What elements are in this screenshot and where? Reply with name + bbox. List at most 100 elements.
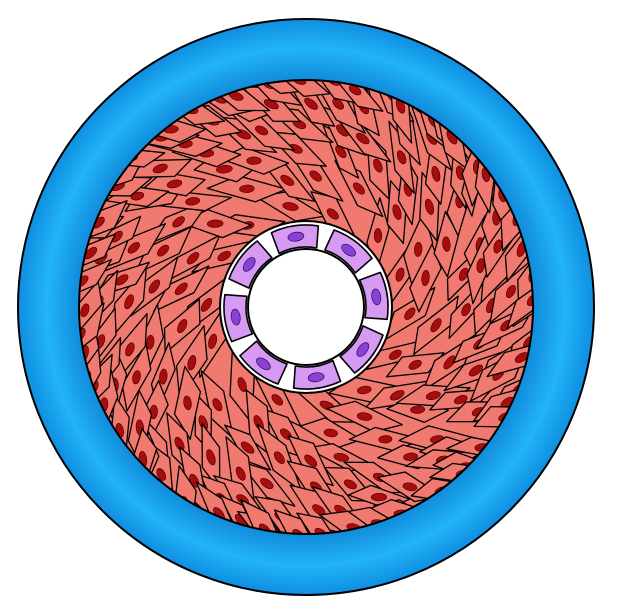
smooth-muscle-nucleus <box>187 355 197 371</box>
smooth-muscle-nucleus <box>239 184 255 193</box>
smooth-muscle-cell <box>334 114 392 163</box>
endothelial-nucleus <box>341 243 356 257</box>
smooth-muscle-cell <box>152 265 210 313</box>
smooth-muscle-nucleus <box>125 342 135 357</box>
smooth-muscle-nucleus <box>430 318 442 333</box>
smooth-muscle-nucleus <box>388 349 402 360</box>
smooth-muscle-nucleus <box>333 452 349 462</box>
smooth-muscle-nucleus <box>246 156 262 165</box>
smooth-muscle-nucleus <box>403 452 418 461</box>
smooth-muscle-nucleus <box>208 333 218 349</box>
smooth-muscle-nucleus <box>159 368 168 385</box>
smooth-muscle-nucleus <box>476 258 485 273</box>
smooth-muscle-nucleus <box>505 284 516 299</box>
endothelial-nucleus <box>230 308 241 326</box>
smooth-muscle-cell <box>334 159 384 218</box>
smooth-muscle-nucleus <box>404 307 416 320</box>
smooth-muscle-nucleus <box>80 303 90 318</box>
endothelial-nucleus <box>356 342 370 357</box>
smooth-muscle-nucleus <box>206 449 216 466</box>
smooth-muscle-nucleus <box>292 529 305 535</box>
smooth-muscle-nucleus <box>282 202 299 211</box>
smooth-muscle-nucleus <box>421 270 430 286</box>
smooth-muscle-cell <box>78 233 116 273</box>
endothelial-nucleus <box>371 288 382 306</box>
smooth-muscle-nucleus <box>174 282 188 296</box>
smooth-muscle-nucleus <box>410 405 425 414</box>
smooth-muscle-nucleus <box>335 145 347 159</box>
smooth-muscle-nucleus <box>356 412 373 421</box>
smooth-muscle-nucleus <box>373 228 383 243</box>
lumen <box>247 248 365 366</box>
smooth-muscle-nucleus <box>280 174 295 186</box>
smooth-muscle-nucleus <box>323 428 338 438</box>
smooth-muscle-cell <box>486 337 533 378</box>
smooth-muscle-cell <box>163 298 201 354</box>
smooth-muscle-nucleus <box>166 179 183 189</box>
smooth-muscle-nucleus <box>326 208 339 220</box>
smooth-muscle-nucleus <box>273 451 285 464</box>
smooth-muscle-nucleus <box>304 454 318 467</box>
smooth-muscle-nucleus <box>212 398 223 412</box>
smooth-muscle-nucleus <box>408 359 422 370</box>
smooth-muscle-nucleus <box>240 441 255 454</box>
smooth-muscle-nucleus <box>357 385 372 395</box>
smooth-muscle-nucleus <box>216 165 233 174</box>
smooth-muscle-nucleus <box>207 219 224 228</box>
smooth-muscle-nucleus <box>271 394 284 406</box>
smooth-muscle-nucleus <box>395 267 405 282</box>
smooth-muscle-nucleus <box>348 85 362 96</box>
smooth-muscle-cells <box>78 79 533 535</box>
smooth-muscle-nucleus <box>454 394 468 405</box>
smooth-muscle-nucleus <box>156 468 167 481</box>
smooth-muscle-nucleus <box>183 395 192 411</box>
smooth-muscle-nucleus <box>414 242 423 257</box>
smooth-muscle-nucleus <box>461 303 471 317</box>
smooth-muscle-cell <box>256 423 303 492</box>
smooth-muscle-nucleus <box>157 244 170 257</box>
smooth-muscle-nucleus <box>355 132 370 145</box>
smooth-muscle-cell <box>366 339 425 370</box>
endothelial-nucleus <box>287 231 305 242</box>
smooth-muscle-cell <box>273 509 323 535</box>
smooth-muscle-cell <box>173 365 202 440</box>
smooth-muscle-nucleus <box>352 182 365 195</box>
smooth-muscle-nucleus <box>132 370 141 385</box>
smooth-muscle-nucleus <box>442 236 451 252</box>
smooth-muscle-nucleus <box>304 97 318 110</box>
smooth-muscle-nucleus <box>389 390 405 401</box>
smooth-muscle-nucleus <box>200 297 213 312</box>
endothelial-nucleus <box>256 357 271 371</box>
smooth-muscle-nucleus <box>396 150 407 165</box>
smooth-muscle-nucleus <box>124 294 134 310</box>
smooth-muscle-nucleus <box>260 477 274 490</box>
smooth-muscle-nucleus <box>493 239 503 254</box>
smooth-muscle-nucleus <box>130 191 145 201</box>
smooth-muscle-nucleus <box>370 492 388 502</box>
smooth-muscle-nucleus <box>402 482 418 492</box>
smooth-muscle-cell <box>326 79 384 112</box>
smooth-muscle-nucleus <box>235 466 246 481</box>
smooth-muscle-nucleus <box>373 158 383 173</box>
smooth-muscle-nucleus <box>172 216 185 228</box>
smooth-muscle-cell <box>385 352 445 378</box>
smooth-muscle-nucleus <box>148 279 160 294</box>
smooth-muscle-nucleus <box>186 252 200 265</box>
smooth-muscle-nucleus <box>332 98 344 110</box>
endothelial-nucleus <box>242 257 256 272</box>
smooth-muscle-nucleus <box>424 198 435 215</box>
smooth-muscle-nucleus <box>468 364 483 377</box>
smooth-muscle-nucleus <box>431 165 441 182</box>
smooth-muscle-cell <box>299 417 363 449</box>
smooth-muscle-cell <box>224 424 272 471</box>
smooth-muscle-nucleus <box>146 334 155 350</box>
smooth-muscle-nucleus <box>443 355 456 370</box>
media-outer-boundary <box>78 79 534 535</box>
smooth-muscle-nucleus <box>185 197 201 206</box>
smooth-muscle-nucleus <box>425 391 441 401</box>
smooth-muscle-cell <box>403 210 434 288</box>
endothelial-nucleus <box>307 372 325 383</box>
smooth-muscle-nucleus <box>152 163 168 174</box>
